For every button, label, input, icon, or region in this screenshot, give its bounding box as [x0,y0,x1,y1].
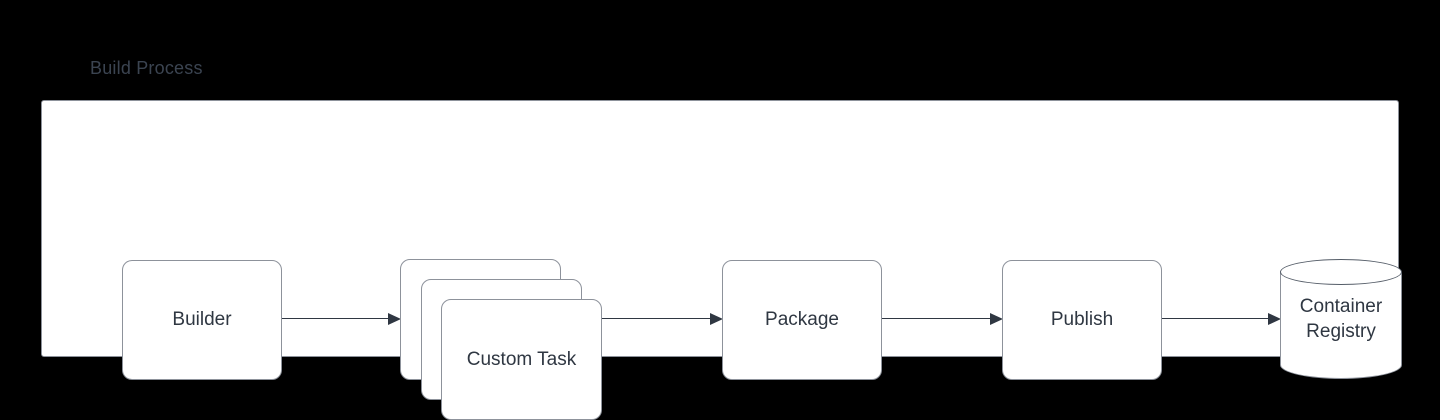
arrowhead-icon [990,312,1003,325]
edge-line [1162,318,1268,320]
page-title: Build Process [90,58,203,78]
node-package[interactable]: Package [722,260,882,380]
node-publish-label: Publish [1050,309,1114,330]
cylinder-body-icon [1280,272,1402,379]
node-custom-task-label: Custom Task [466,348,577,370]
edge-publish-to-container-registry [1162,312,1281,326]
edge-line [602,318,710,320]
edge-custom-task-to-package [602,312,723,326]
arrowhead-icon [388,312,401,325]
node-publish[interactable]: Publish [1002,260,1162,380]
edge-line [282,318,388,320]
edge-line [882,318,990,320]
node-builder-label: Builder [172,309,232,330]
node-package-label: Package [765,309,839,330]
custom-task-card-front[interactable]: Custom Task [441,299,602,420]
node-container-registry-label: Container Registry [1280,259,1402,379]
diagram-canvas: Build Process Builder Custom Task Custom… [41,58,1402,420]
build-process-panel: Builder Custom Task Custom Task Custom T… [41,100,1402,420]
edge-package-to-publish [882,312,1003,326]
node-builder[interactable]: Builder [122,260,282,380]
arrowhead-icon [1268,312,1281,325]
node-container-registry-label-line2: Registry [1306,321,1376,342]
arrowhead-icon [710,312,723,325]
edge-builder-to-custom-task [282,312,401,326]
node-container-registry-label-line1: Container [1299,296,1383,317]
cylinder-top-icon [1280,259,1402,285]
node-container-registry[interactable]: Container Registry [1280,259,1402,379]
